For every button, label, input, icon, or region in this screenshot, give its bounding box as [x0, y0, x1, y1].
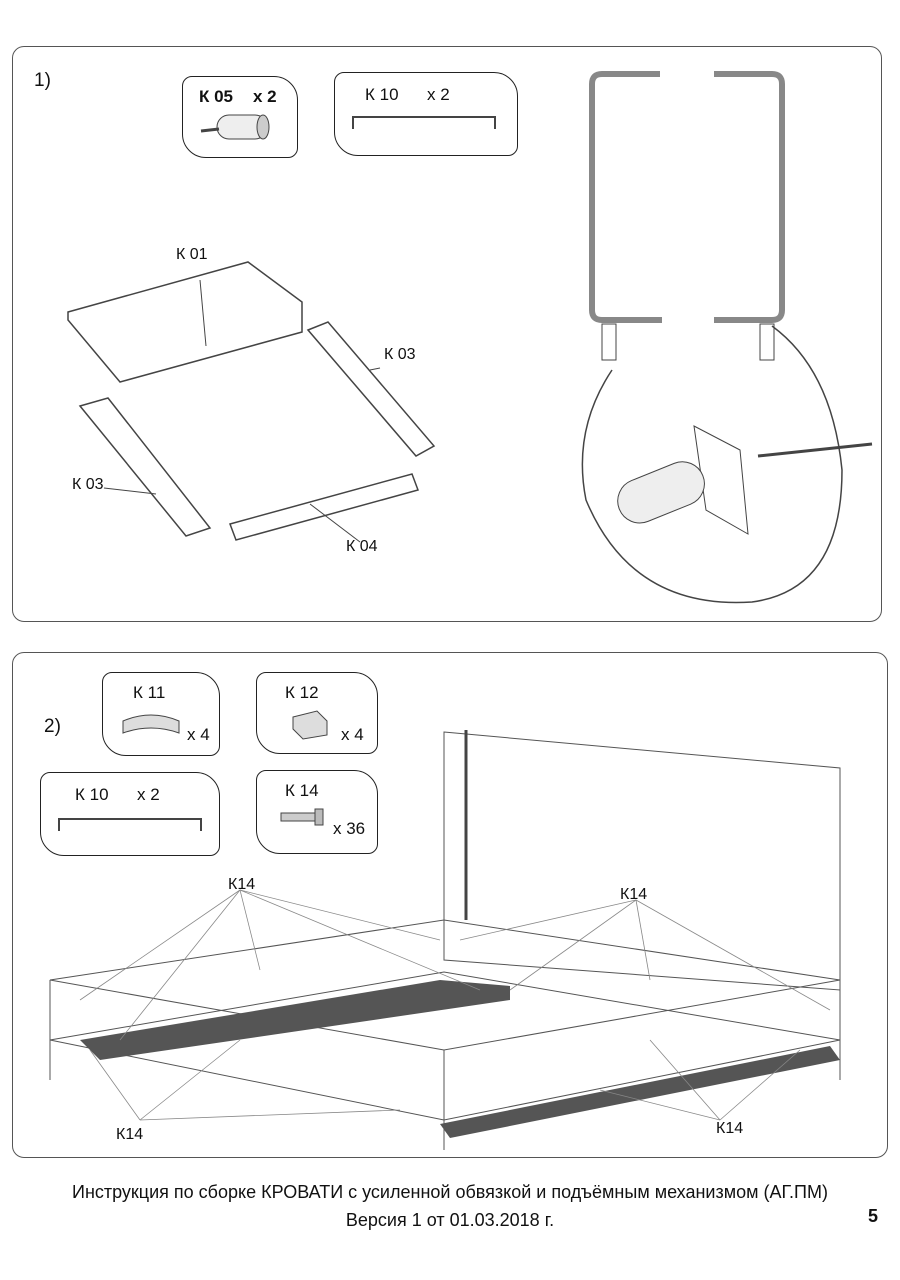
document-title: Инструкция по сборке КРОВАТИ с усиленной… — [72, 1182, 828, 1202]
part-qty: x 4 — [341, 725, 364, 744]
callout-k03-right: К 03 — [384, 346, 416, 363]
callout-k01: К 01 — [176, 246, 208, 263]
part-card-k11: К 11 x 4 — [102, 672, 220, 756]
bracket-icon — [58, 818, 202, 831]
callout-k03-left: К 03 — [72, 476, 104, 493]
callout-k14-top-right: К14 — [620, 886, 648, 903]
bed-frame-detail-drawing — [581, 71, 873, 604]
part-card-k10: К 10 x 2 — [334, 72, 518, 156]
part-code: К 10 — [75, 785, 109, 804]
callout-k14-bottom-right: К14 — [716, 1120, 744, 1137]
callout-k04: К 04 — [346, 538, 378, 555]
part-code: К 11 — [133, 683, 166, 702]
part-card-k05: К 05 x 2 — [182, 76, 298, 158]
part-card-k14: К 14 x 36 — [256, 770, 378, 854]
step-1-number: 1) — [34, 70, 51, 91]
part-qty: x 2 — [427, 85, 450, 104]
part-qty: x 4 — [187, 725, 210, 744]
part-qty: x 36 — [333, 819, 366, 838]
part-code: К 10 — [365, 85, 399, 104]
screw-icon — [280, 808, 324, 826]
part-card-k10-step2: К 10 x 2 — [40, 772, 220, 856]
barrel-nut-icon — [200, 114, 270, 140]
frame-assembly-drawing — [49, 730, 841, 1150]
part-qty: x 2 — [253, 87, 277, 106]
block-connector-icon — [292, 710, 328, 740]
callout-k14-top-left: К14 — [228, 876, 256, 893]
part-qty: x 2 — [137, 785, 160, 804]
corner-bracket-icon — [122, 714, 180, 734]
part-code: К 12 — [285, 683, 319, 702]
exploded-boards-drawing — [67, 261, 436, 543]
part-card-k12: К 12 x 4 — [256, 672, 378, 754]
bracket-icon — [352, 116, 496, 129]
footer: Инструкция по сборке КРОВАТИ с усиленной… — [0, 1178, 900, 1234]
page-number: 5 — [867, 1206, 878, 1226]
part-code: К 05 — [199, 87, 234, 106]
callout-k14-bottom-left: К14 — [116, 1126, 144, 1143]
step-2-number: 2) — [44, 716, 61, 737]
part-code: К 14 — [285, 781, 319, 800]
document-version: Версия 1 от 01.03.2018 г. — [345, 1210, 555, 1230]
